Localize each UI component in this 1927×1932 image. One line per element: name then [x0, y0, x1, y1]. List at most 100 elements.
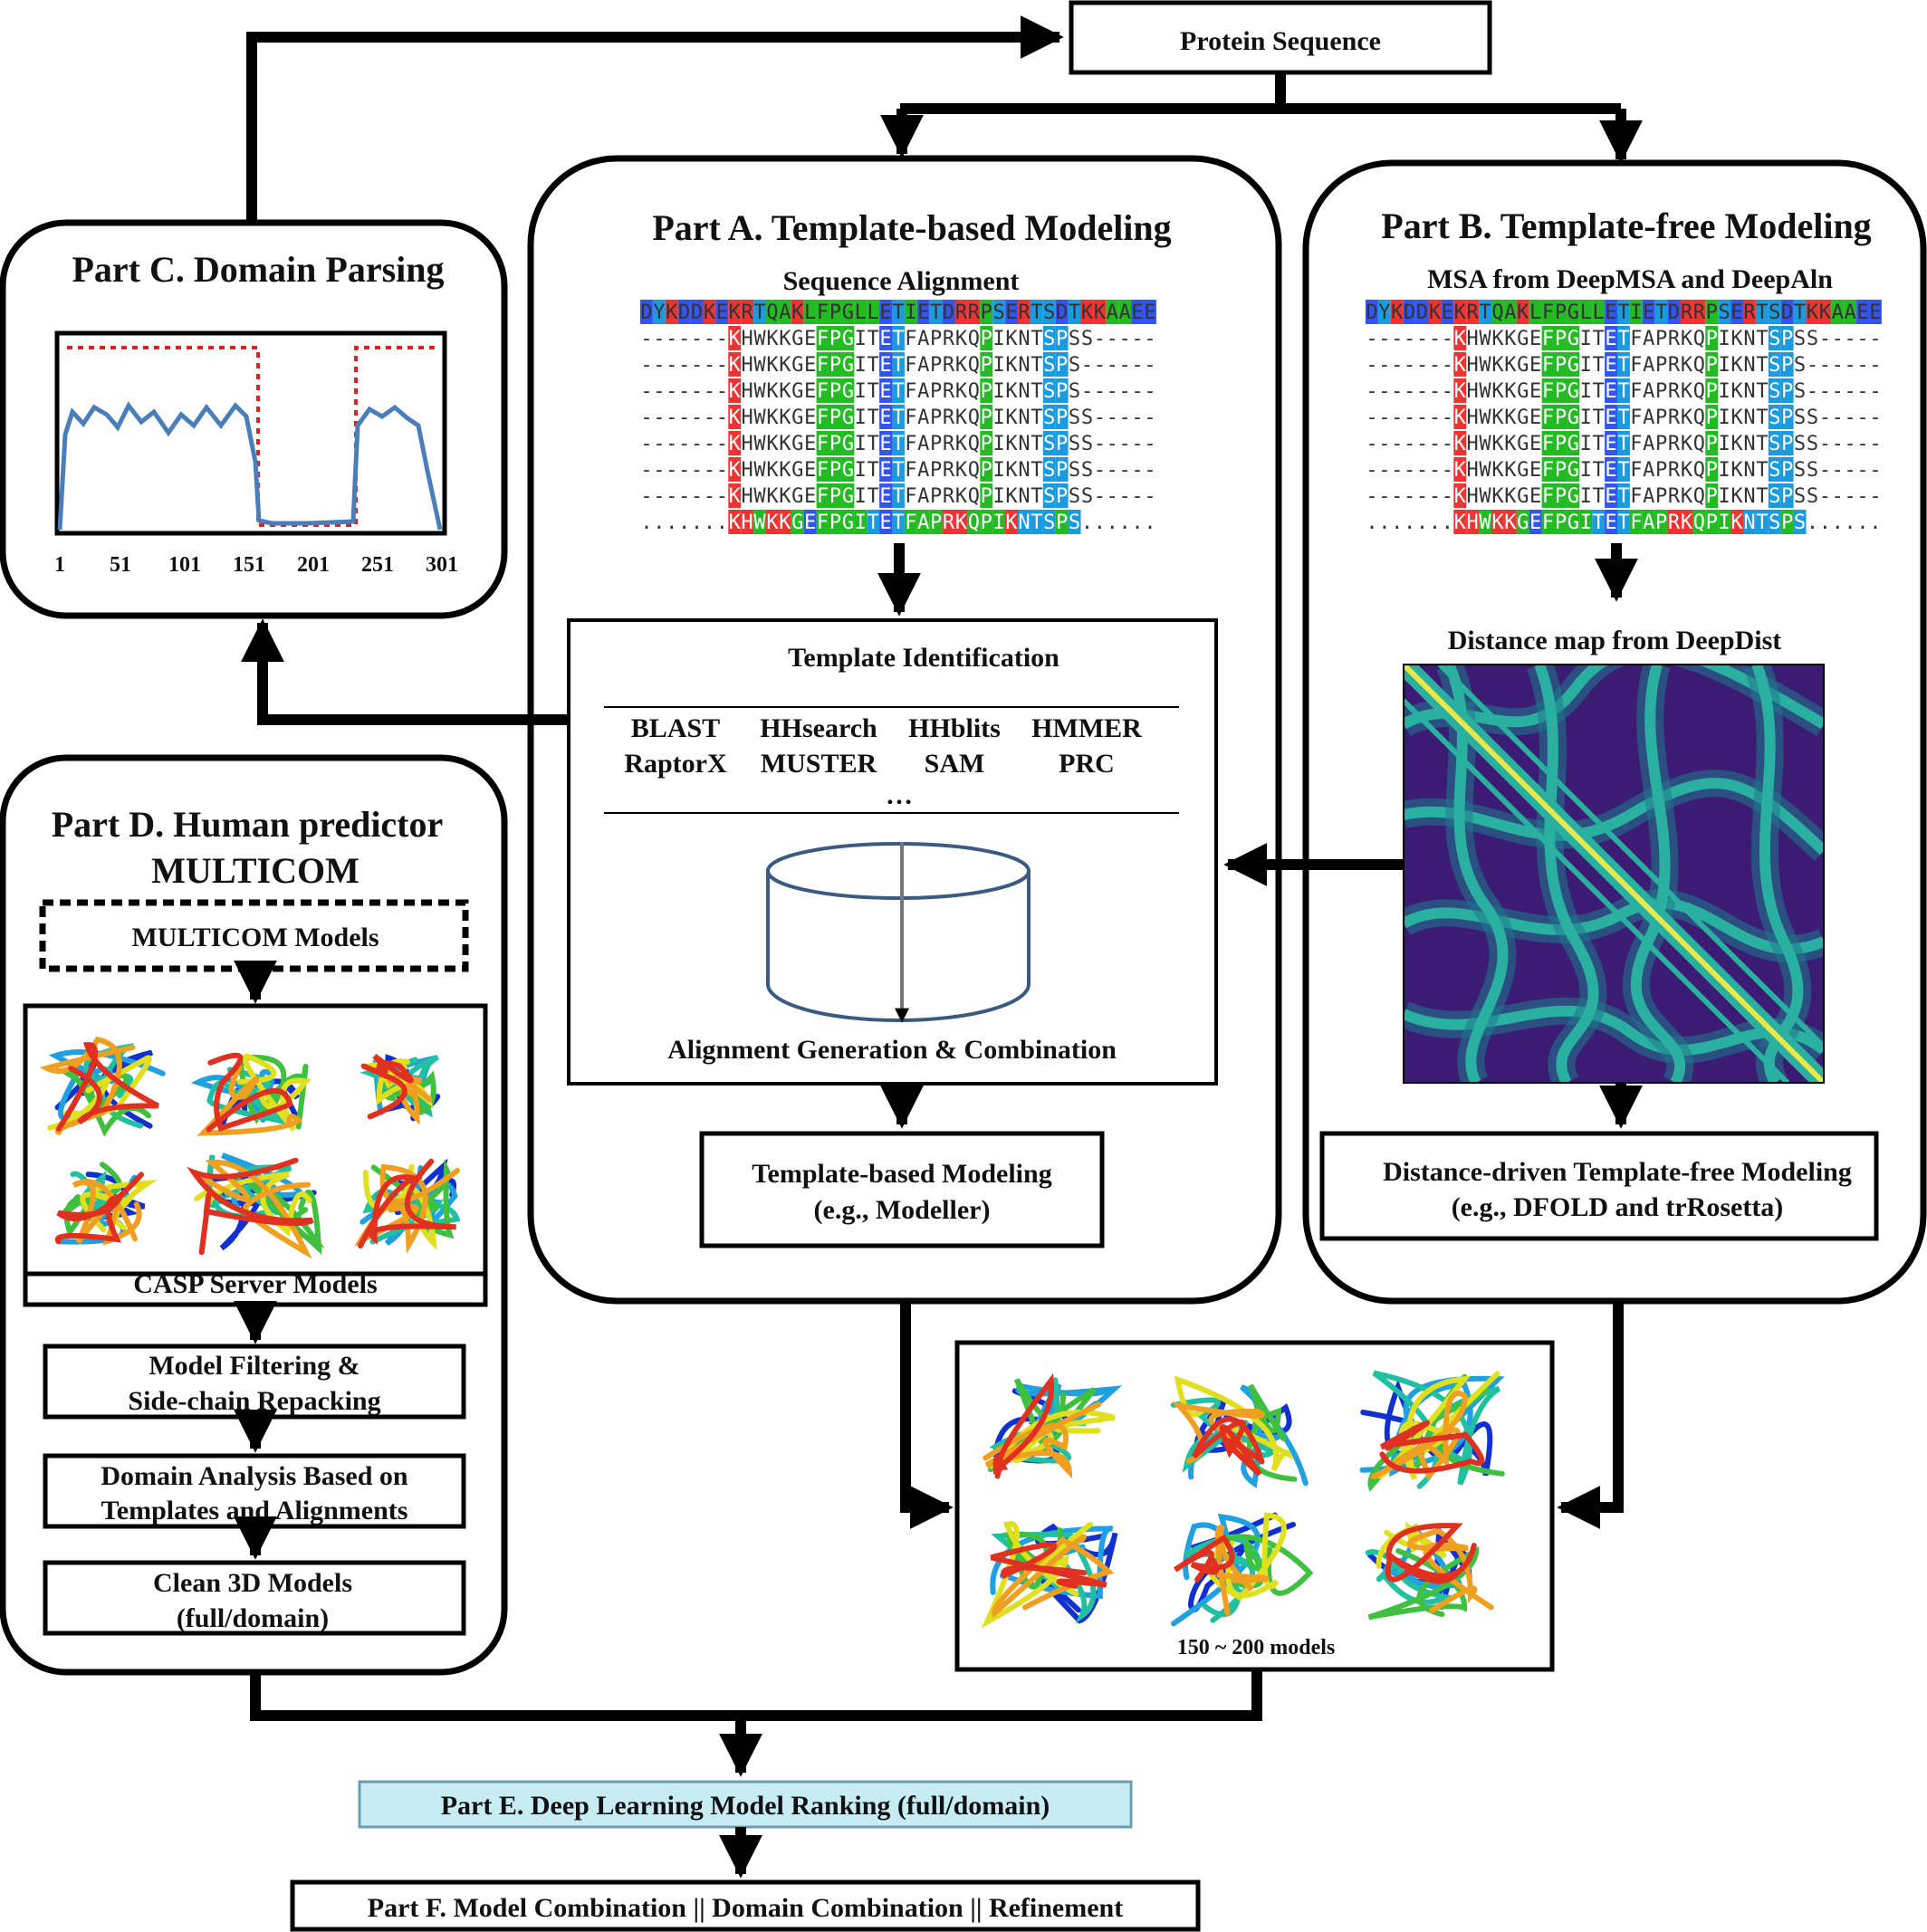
- alignment-cell: [728, 483, 742, 508]
- alignment-residue: Y: [1378, 301, 1390, 324]
- alignment-residue: K: [779, 459, 791, 482]
- alignment-cell: [1768, 378, 1781, 403]
- alignment-residue: -: [653, 406, 665, 429]
- alignment-residue: S: [993, 301, 1005, 324]
- alignment-residue: T: [1756, 485, 1768, 508]
- alignment-residue: G: [1567, 485, 1579, 508]
- alignment-cell: [829, 431, 842, 455]
- alignment-residue: -: [1819, 406, 1831, 429]
- alignment-residue: P: [1555, 380, 1567, 403]
- alignment-cell: [1466, 510, 1480, 534]
- alignment-cell: [1768, 457, 1781, 482]
- alignment-residue: H: [1467, 459, 1479, 482]
- alignment-residue: P: [1706, 328, 1718, 350]
- alignment-residue: E: [879, 328, 891, 350]
- alignment-residue: -: [1856, 354, 1868, 377]
- alignment-residue: F: [817, 485, 829, 508]
- alignment-residue: -: [666, 459, 677, 482]
- alignment-residue: -: [1119, 459, 1131, 482]
- alignment-residue: G: [842, 354, 854, 377]
- alignment-residue: H: [742, 354, 753, 377]
- alignment-cell: [892, 326, 905, 350]
- alignment-residue: T: [1617, 406, 1629, 429]
- alignment-residue: -: [1391, 433, 1403, 455]
- alignment-residue: S: [1769, 433, 1780, 455]
- alignment-residue: -: [1378, 380, 1390, 403]
- alignment-residue: -: [1391, 328, 1403, 350]
- alignment-cell: [954, 510, 968, 534]
- sequence-alignment-title: Sequence Alignment: [783, 266, 1020, 296]
- alignment-cell: [1030, 300, 1043, 324]
- alignment-residue: A: [917, 459, 929, 482]
- alignment-residue: -: [704, 380, 715, 403]
- alignment-residue: P: [1056, 433, 1068, 455]
- alignment-residue: N: [1743, 380, 1755, 403]
- clean-models-box: [43, 1560, 466, 1636]
- alignment-residue: -: [1442, 380, 1453, 403]
- alignment-residue: K: [1454, 380, 1467, 403]
- alignment-residue: -: [1832, 354, 1844, 377]
- part-c-title: Part C. Domain Parsing: [72, 249, 444, 290]
- protein-sequence-box: [1069, 0, 1492, 75]
- alignment-residue: N: [1018, 354, 1030, 377]
- alignment-residue: K: [955, 406, 968, 429]
- alignment-residue: K: [1517, 301, 1529, 324]
- alignment-residue: -: [691, 433, 703, 455]
- alignment-residue: I: [993, 512, 1005, 534]
- alignment-residue: F: [905, 512, 916, 534]
- alignment-residue: K: [1681, 433, 1693, 455]
- alignment-residue: E: [917, 301, 929, 324]
- alignment-residue: P: [1706, 301, 1718, 324]
- alignment-residue: -: [666, 328, 677, 350]
- alignment-residue: -: [1416, 354, 1428, 377]
- alignment-residue: E: [804, 433, 816, 455]
- alignment-residue: -: [1404, 459, 1415, 482]
- alignment-cell: [916, 510, 930, 534]
- alignment-residue: P: [981, 433, 992, 455]
- alignment-residue: G: [842, 406, 854, 429]
- distance-map-frame: [1403, 664, 1825, 1084]
- domain-analysis-line2: Templates and Alignments: [101, 1496, 408, 1526]
- alignment-residue: -: [1832, 485, 1844, 508]
- alignment-cell: [1768, 326, 1781, 350]
- alignment-residue: -: [1416, 380, 1428, 403]
- alignment-residue: P: [1706, 485, 1718, 508]
- alignment-residue: N: [1743, 512, 1755, 534]
- alignment-residue: -: [1366, 459, 1377, 482]
- alignment-residue: F: [1542, 512, 1554, 534]
- alignment-residue: F: [905, 380, 916, 403]
- alignment-residue: G: [842, 512, 854, 534]
- alignment-residue: T: [892, 512, 904, 534]
- alignment-cell: [1042, 457, 1056, 482]
- alignment-residue: I: [993, 406, 1005, 429]
- alignment-cell: [1592, 510, 1606, 534]
- alignment-cell: [1605, 326, 1617, 350]
- alignment-residue: S: [1769, 328, 1780, 350]
- alignment-residue: Q: [968, 485, 980, 508]
- alignment-residue: K: [1504, 512, 1517, 534]
- model-filtering-line1: Model Filtering &: [149, 1351, 360, 1381]
- alignment-residue: -: [1442, 328, 1453, 350]
- alignment-residue: T: [1593, 485, 1605, 508]
- distance-map: [1404, 665, 1824, 1083]
- alignment-residue: E: [804, 380, 816, 403]
- alignment-cell: [1118, 300, 1132, 324]
- fm-line2: (e.g., DFOLD and trRosetta): [1452, 1192, 1784, 1222]
- alignment-residue: S: [1069, 433, 1080, 455]
- alignment-residue: S: [1794, 406, 1806, 429]
- alignment-cell: [1768, 483, 1781, 508]
- alignment-residue: .: [1832, 512, 1844, 534]
- alignment-cell: [1503, 300, 1517, 324]
- alignment-residue: K: [1491, 512, 1504, 534]
- protein-sequence-label: Protein Sequence: [1180, 26, 1381, 56]
- alignment-cell: [829, 405, 842, 429]
- alignment-cell: [778, 300, 791, 324]
- alignment-residue: -: [1807, 354, 1818, 377]
- alignment-residue: P: [1655, 512, 1667, 534]
- alignment-cell: [1743, 510, 1756, 534]
- alignment-residue: E: [1643, 301, 1654, 324]
- tbm-line2: (e.g., Modeller): [814, 1195, 991, 1225]
- alignment-residue: T: [1031, 459, 1042, 482]
- alignment-residue: .: [1366, 512, 1377, 534]
- alignment-residue: -: [1131, 328, 1143, 350]
